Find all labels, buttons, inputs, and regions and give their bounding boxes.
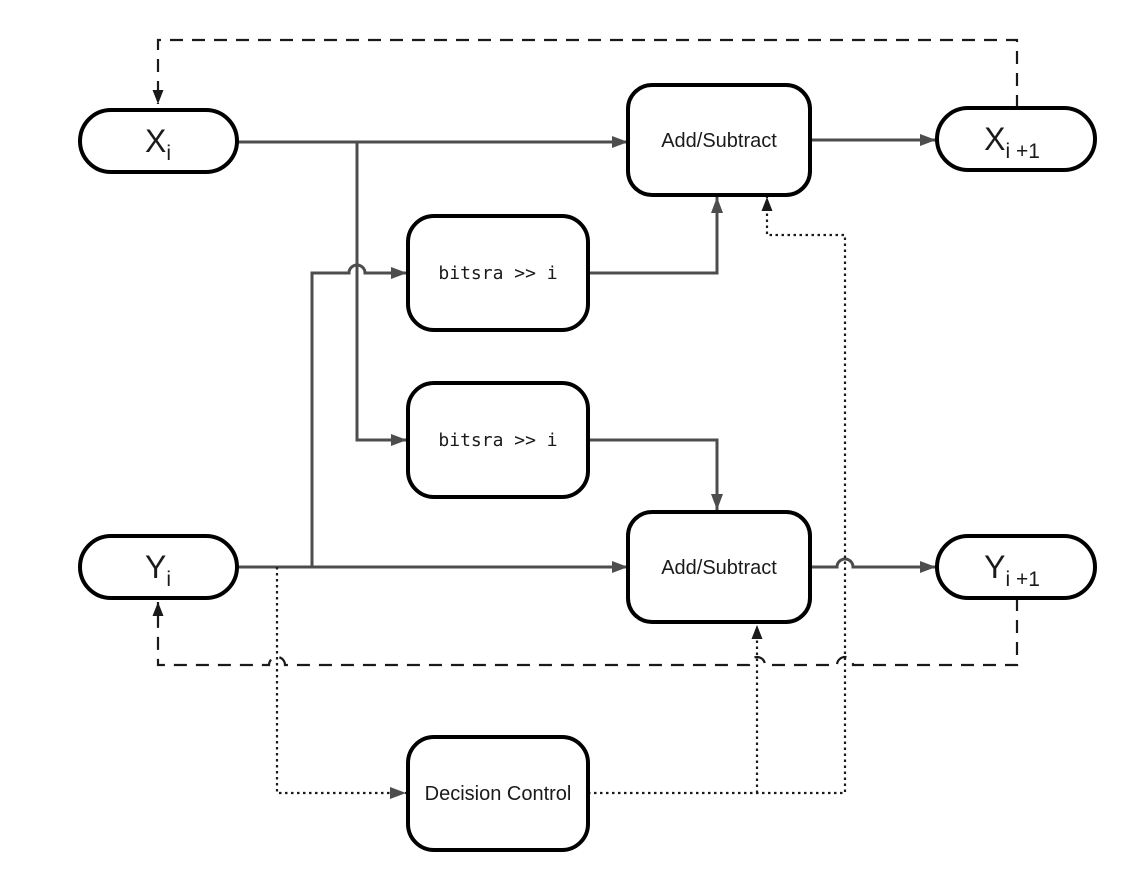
node-y-i-label: Yi [145,549,171,591]
node-x-next: Xi +1 [935,106,1097,172]
node-decision-control-label: Decision Control [425,783,572,805]
node-add-subtract-bottom-label: Add/Subtract [661,557,777,579]
node-decision-control-shape [406,735,590,852]
dashed-feedback-connectors [152,38,1019,667]
node-y-i-shape [78,534,239,600]
edge-bitsra-top-to-addsub-top [588,197,723,275]
edge-feedback-ynext-to-yi [152,598,1019,667]
node-bitsra-bottom: bitsra >> i [406,381,590,499]
node-y-next: Yi +1 [935,534,1097,600]
node-add-subtract-top: Add/Subtract [626,83,812,197]
node-x-i: Xi [78,108,239,174]
node-add-subtract-top-label: Add/Subtract [661,130,777,152]
node-x-i-shape [78,108,239,174]
edge-xi-branch-to-bitsra-bottom [355,142,407,446]
edge-addsub-bottom-to-ynext [810,557,936,573]
edge-yi-to-decision-control [275,567,406,799]
node-y-next-label: Yi +1 [984,549,1040,591]
node-x-i-label: Xi [145,123,171,165]
node-bitsra-top-label: bitsra >> i [438,263,557,284]
node-bitsra-bottom-label: bitsra >> i [438,430,557,451]
node-add-subtract-top-shape [626,83,812,197]
edge-yi-branch-to-bitsra-top [310,263,407,567]
node-decision-control: Decision Control [406,735,590,852]
node-bitsra-top-shape [406,214,590,332]
dotted-control-connectors [275,197,847,799]
node-y-i: Yi [78,534,239,600]
node-x-next-shape [935,106,1097,172]
node-add-subtract-bottom-shape [626,510,812,624]
solid-connectors [237,134,936,573]
edge-feedback-xnext-to-xi [152,38,1019,108]
node-add-subtract-bottom: Add/Subtract [626,510,812,624]
node-x-next-label: Xi +1 [984,121,1040,163]
edge-bitsra-bottom-to-addsub-bottom [588,438,723,510]
node-bitsra-bottom-shape [406,381,590,499]
node-y-next-shape [935,534,1097,600]
node-bitsra-top: bitsra >> i [406,214,590,332]
